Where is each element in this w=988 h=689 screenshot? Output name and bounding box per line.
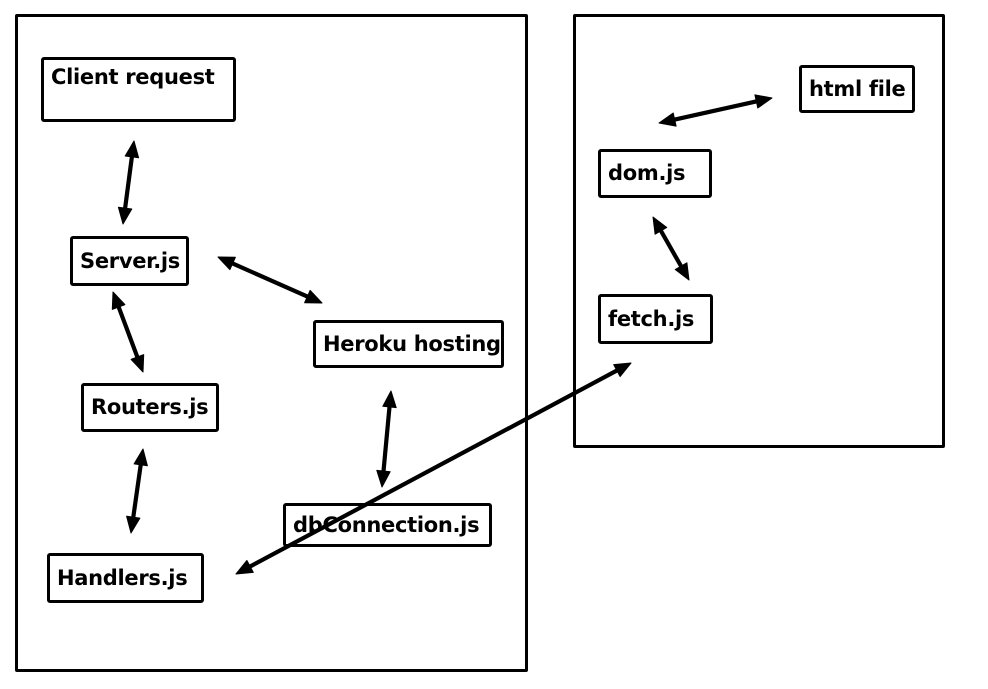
node-server-js: Server.js — [70, 236, 189, 286]
node-label-server-js: Server.js — [80, 248, 180, 273]
group-box-client-side-group — [573, 14, 945, 448]
node-fetch-js: fetch.js — [598, 294, 713, 344]
node-handlers-js: Handlers.js — [47, 553, 204, 603]
node-html-file: html file — [799, 65, 915, 113]
node-label-dom-js: dom.js — [608, 161, 686, 186]
group-box-server-side-group — [15, 14, 528, 672]
node-label-dbconnection-js: dbConnection.js — [293, 512, 480, 537]
node-routers-js: Routers.js — [81, 383, 219, 432]
node-dbconnection-js: dbConnection.js — [283, 503, 492, 547]
node-label-handlers-js: Handlers.js — [57, 565, 188, 590]
node-dom-js: dom.js — [598, 149, 712, 198]
node-label-fetch-js: fetch.js — [608, 306, 695, 331]
node-label-routers-js: Routers.js — [91, 395, 209, 420]
node-client-request: Client request — [41, 57, 236, 122]
node-label-heroku-hosting: Heroku hosting — [323, 331, 501, 356]
node-heroku-hosting: Heroku hosting — [313, 320, 504, 368]
node-label-client-request: Client request — [51, 65, 215, 89]
node-label-html-file: html file — [809, 76, 906, 101]
